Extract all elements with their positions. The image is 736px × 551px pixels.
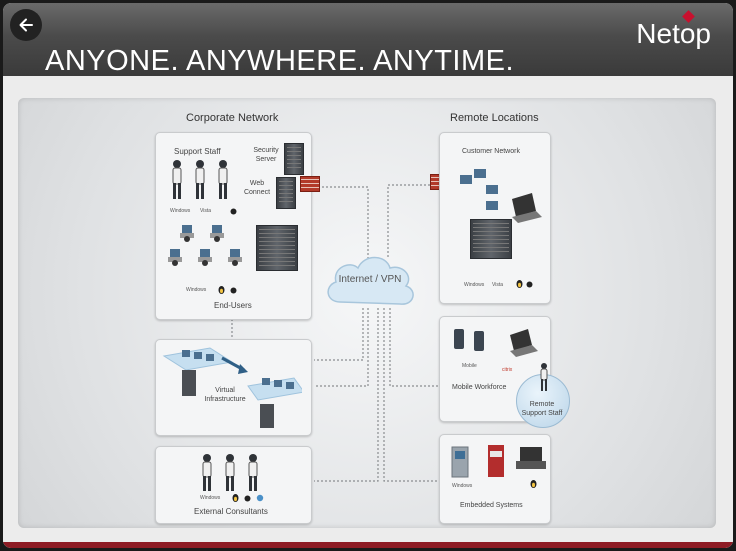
mobile-devices-icon	[454, 329, 538, 357]
security-server-icon	[284, 143, 304, 175]
internet-vpn-label: Internet / VPN	[338, 274, 402, 285]
external-consultants-panel: Windows External Consultants	[155, 446, 312, 524]
customer-network-panel: Customer Network Windows Vista	[439, 132, 551, 304]
support-staff-label: Support Staff	[174, 147, 221, 156]
customer-network-label: Customer Network	[462, 148, 520, 155]
os-windows-label: Windows	[464, 282, 485, 288]
globe-icon	[256, 494, 264, 502]
corporate-firewall-icon	[300, 176, 320, 192]
os-citrix-label: citrix	[502, 367, 513, 373]
back-button[interactable]	[10, 9, 42, 41]
remote-locations-title: Remote Locations	[450, 112, 539, 124]
remote-support-person-icon	[540, 363, 548, 391]
virtual-infrastructure-panel: Virtual Infrastructure	[155, 339, 312, 436]
remote-support-staff-label: Remote Support Staff	[521, 401, 563, 417]
web-connect-label: Web Connect	[243, 180, 271, 196]
netop-logo: Netop	[636, 18, 711, 49]
linux-icon	[516, 280, 523, 288]
os-vista-label: Vista	[200, 208, 212, 214]
network-diagram: Corporate Network Remote Locations Suppo…	[18, 98, 716, 528]
slide-headline: ANYONE. ANYWHERE. ANYTIME.	[45, 45, 515, 77]
os-windows-label: Windows	[186, 287, 207, 293]
mobile-workforce-label: Mobile Workforce	[452, 384, 507, 391]
slide-body: Corporate Network Remote Locations Suppo…	[3, 76, 733, 548]
embedded-systems-panel: Windows Embedded Systems	[439, 434, 551, 524]
apple-icon	[526, 281, 533, 288]
os-windows-label: Windows	[170, 208, 191, 214]
internet-vpn-cloud-icon	[327, 256, 414, 305]
virtual-infrastructure-label: Virtual Infrastructure	[204, 387, 246, 403]
apple-icon	[230, 287, 237, 294]
security-server-label: Security Server	[253, 147, 279, 163]
footer-bar	[3, 542, 733, 548]
embedded-systems-label: Embedded Systems	[460, 502, 523, 509]
external-consultants-people-icon	[202, 454, 258, 491]
end-user-workstations-icon	[168, 225, 242, 266]
customer-network-devices-icon	[460, 169, 542, 223]
slide-frame: ANYONE. ANYWHERE. ANYTIME. Netop Corpora…	[3, 3, 733, 548]
end-user-server-rack-icon	[256, 225, 298, 271]
os-windows-label: Windows	[452, 483, 473, 489]
virtual-infrastructure-icon	[162, 347, 302, 428]
os-windows-label: Windows	[200, 495, 221, 501]
embedded-devices-icon	[451, 445, 546, 478]
connection-lines	[231, 184, 446, 482]
os-mobile-label: Mobile	[462, 363, 477, 369]
support-staff-people-icon	[172, 160, 228, 199]
os-vista-label: Vista	[492, 282, 504, 288]
apple-icon	[244, 495, 251, 502]
external-consultants-label: External Consultants	[194, 507, 268, 516]
web-connect-server-icon	[276, 177, 296, 209]
linux-icon	[218, 286, 225, 294]
slide-header: ANYONE. ANYWHERE. ANYTIME. Netop	[3, 3, 733, 77]
apple-icon	[230, 208, 237, 215]
end-users-label: End-Users	[214, 301, 252, 310]
corporate-network-title: Corporate Network	[186, 112, 279, 124]
customer-server-rack-icon	[470, 219, 512, 259]
linux-icon	[232, 494, 239, 502]
arrow-left-icon	[19, 18, 33, 32]
linux-icon	[530, 480, 537, 488]
corporate-panel: Support Staff Windows Vista Security Ser…	[155, 132, 312, 320]
